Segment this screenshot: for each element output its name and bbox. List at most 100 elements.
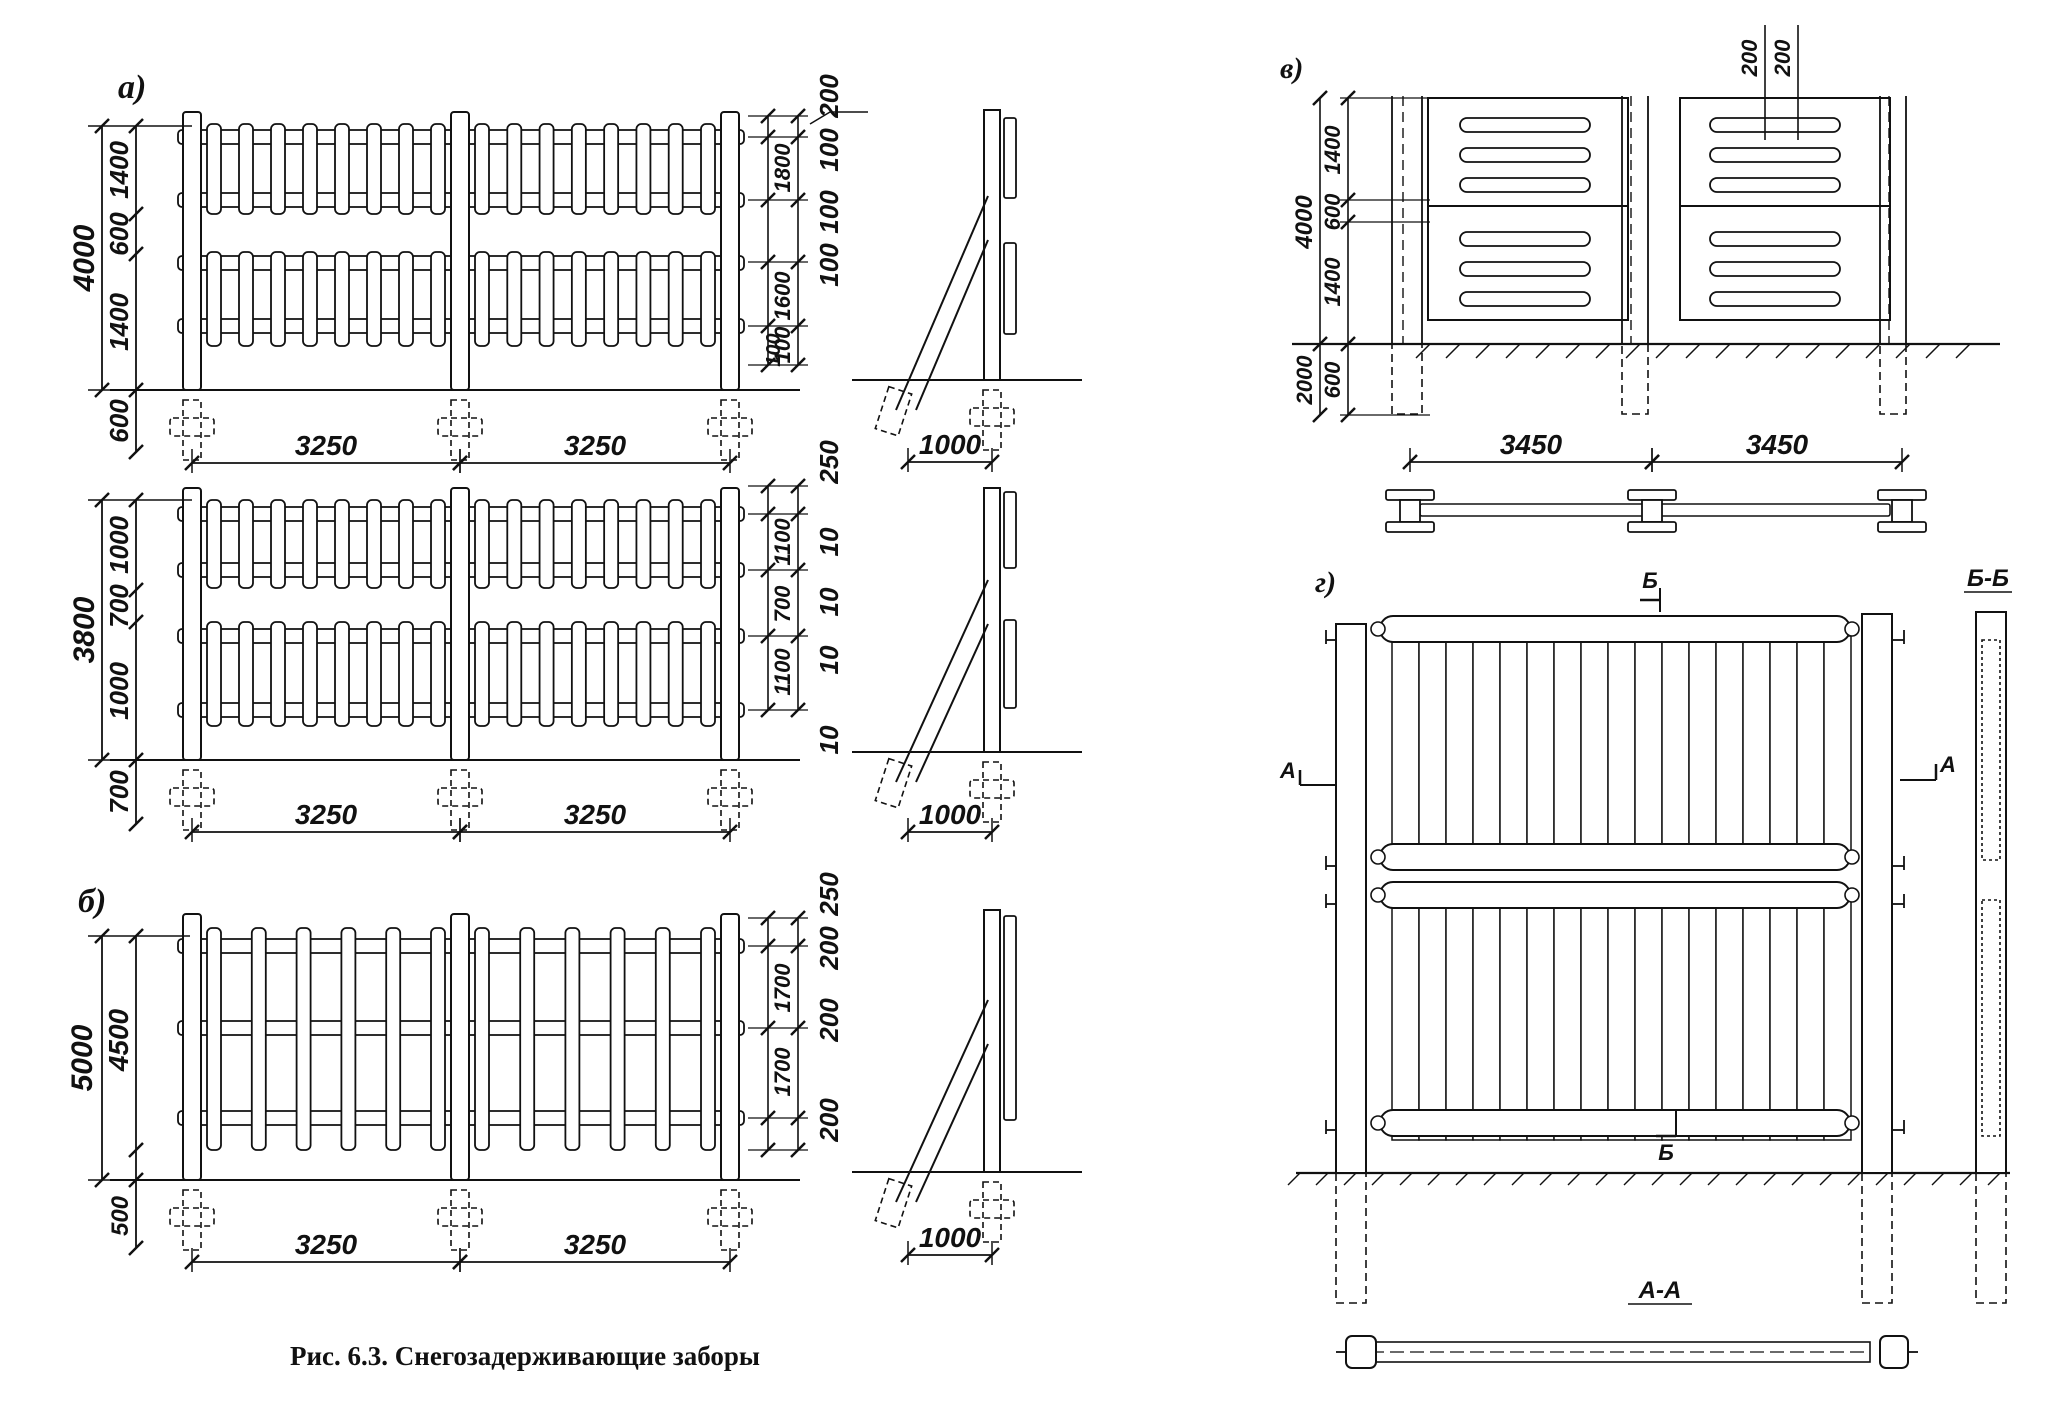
picket <box>635 499 652 589</box>
ground-hatch <box>1343 1172 1357 1186</box>
roller-pin <box>1370 621 1386 637</box>
vertical-board <box>1742 635 1771 863</box>
dim-tick <box>128 206 144 222</box>
ground-hatch <box>1791 1172 1805 1186</box>
ground-hatch <box>1819 1172 1833 1186</box>
brace-dim: 1000 <box>919 799 982 830</box>
right-inner-label: 100 <box>770 326 795 363</box>
vertical-board <box>1607 895 1636 1141</box>
brace <box>915 1043 989 1203</box>
roller-pin <box>1844 849 1860 865</box>
stake <box>450 1189 470 1251</box>
plan-column <box>1627 521 1677 533</box>
ground-hatch <box>1595 343 1611 359</box>
leader <box>809 111 831 125</box>
picket <box>635 251 652 347</box>
picket <box>295 927 312 1151</box>
vertical-board <box>1715 895 1744 1141</box>
ground-hatch <box>1925 343 1941 359</box>
dim-tick <box>94 1172 110 1188</box>
picket <box>238 251 254 347</box>
slab-panel <box>1679 97 1891 209</box>
brace-dim: 1000 <box>919 1222 982 1253</box>
ground-hatch <box>1745 343 1761 359</box>
roller-pin <box>1844 1115 1860 1131</box>
picket <box>700 927 716 1151</box>
stake-crossbar <box>707 787 753 807</box>
plan-column <box>1641 499 1663 523</box>
panel-v-label: в) <box>1280 52 1303 85</box>
post <box>450 111 470 391</box>
picket <box>238 499 254 589</box>
stake <box>450 769 470 831</box>
picket <box>385 927 402 1151</box>
picket <box>474 621 490 727</box>
plan-column <box>1385 521 1435 533</box>
vertical-board <box>1634 635 1663 863</box>
embed-depth-label: 600 <box>104 399 134 443</box>
right-dim-label: 200 <box>814 998 844 1043</box>
vertical-board <box>1391 635 1420 863</box>
column-footing <box>1879 343 1907 415</box>
ground-hatch <box>1931 1172 1945 1186</box>
roller-top <box>1379 615 1851 643</box>
section-height-label: 1400 <box>104 141 134 199</box>
picket <box>700 621 716 727</box>
plan-column <box>1891 499 1913 523</box>
picket <box>250 927 267 1151</box>
picket <box>430 927 446 1151</box>
picket <box>700 499 716 589</box>
stake-crossbar <box>437 787 483 807</box>
ground-hatch <box>1625 343 1641 359</box>
plan-column <box>1399 499 1421 523</box>
picket <box>206 251 222 347</box>
stake <box>450 399 470 461</box>
side-board <box>1003 619 1017 709</box>
picket <box>366 621 382 727</box>
dim-tick <box>128 816 144 832</box>
right-dim-label: 100 <box>814 243 844 287</box>
picket <box>603 251 620 347</box>
picket <box>334 251 350 347</box>
section-height-label: 1000 <box>104 516 134 574</box>
total-height-label: 4000 <box>1291 195 1318 250</box>
picket <box>506 499 523 589</box>
text-labels: а) б) в) г) Рис. 6.3. Снегозадерживающие… <box>78 52 1336 1371</box>
stake-crossbar <box>707 417 753 437</box>
stake <box>182 399 202 461</box>
ground-hatch <box>1655 343 1671 359</box>
vertical-board <box>1499 895 1528 1141</box>
slot-dim-label: 200 <box>1737 39 1762 77</box>
embed-depth-label: 600 <box>1320 361 1345 398</box>
vertical-board <box>1634 895 1663 1141</box>
section-height-label: 700 <box>104 584 134 628</box>
vertical-board <box>1526 895 1555 1141</box>
ground-hatch <box>1371 1172 1385 1186</box>
plan-column <box>1385 489 1435 501</box>
roller-pin <box>1844 621 1860 637</box>
post-footing <box>1861 1172 1893 1304</box>
dim-tick <box>94 118 110 134</box>
vertical-board <box>1688 635 1717 863</box>
plan-post <box>1345 1335 1377 1369</box>
dim-tick <box>128 1172 144 1188</box>
picket <box>667 123 684 215</box>
stake <box>982 761 1002 823</box>
ground-hatch <box>1427 1172 1441 1186</box>
slab-slot <box>1709 261 1841 277</box>
section-b-hatch <box>1981 639 2001 861</box>
picket <box>366 499 382 589</box>
picket <box>334 123 350 215</box>
brace <box>915 239 989 411</box>
stake-crossbar <box>437 1207 483 1227</box>
vertical-board <box>1661 895 1690 1141</box>
ground-hatch <box>1455 1172 1469 1186</box>
picket <box>474 927 490 1151</box>
ground-hatch <box>1987 1172 2001 1186</box>
picket <box>430 499 446 589</box>
span-label: 3250 <box>295 799 358 830</box>
vertical-board <box>1688 895 1717 1141</box>
picket <box>570 251 587 347</box>
